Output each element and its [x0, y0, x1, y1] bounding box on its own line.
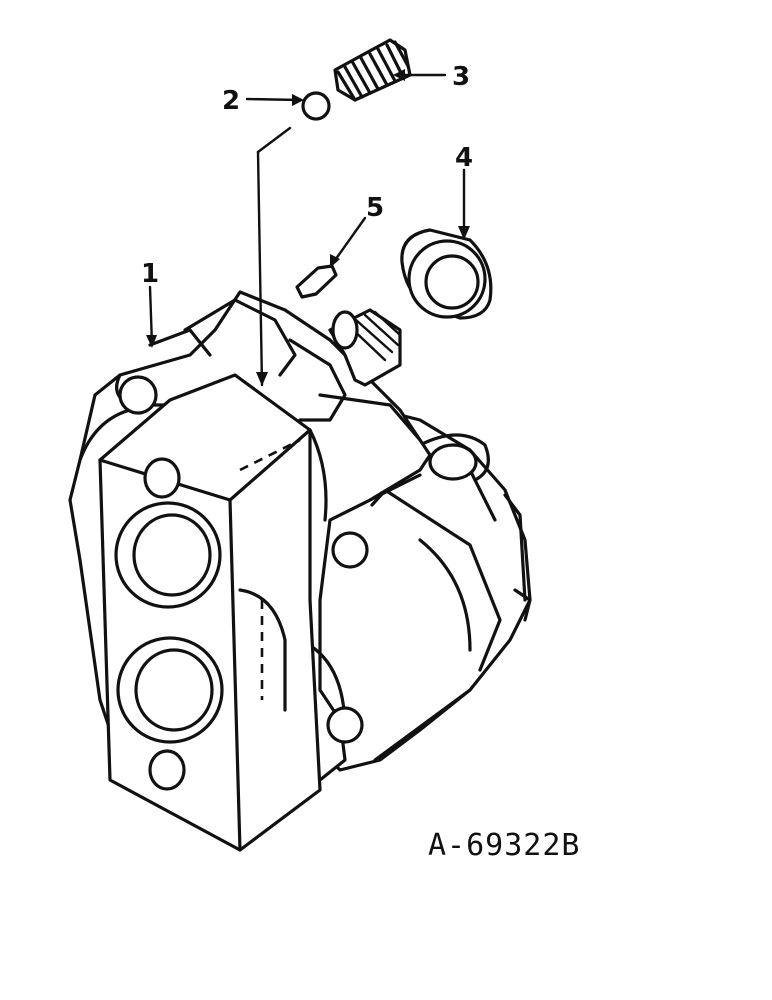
- leader-lines: [146, 69, 470, 387]
- drawing-reference-code: A-69322B: [428, 828, 581, 863]
- threaded-shaft: [328, 308, 402, 387]
- callout-4: 4: [455, 143, 473, 173]
- mounting-flange: [98, 373, 322, 852]
- callout-5: 5: [366, 193, 384, 223]
- check-ball: [301, 91, 331, 121]
- dowel-pin: [295, 264, 338, 299]
- callout-1: 1: [141, 259, 159, 289]
- oil-seal: [400, 228, 493, 320]
- callout-2: 2: [222, 86, 240, 116]
- callout-3: 3: [452, 62, 470, 92]
- relief-spring: [333, 38, 412, 102]
